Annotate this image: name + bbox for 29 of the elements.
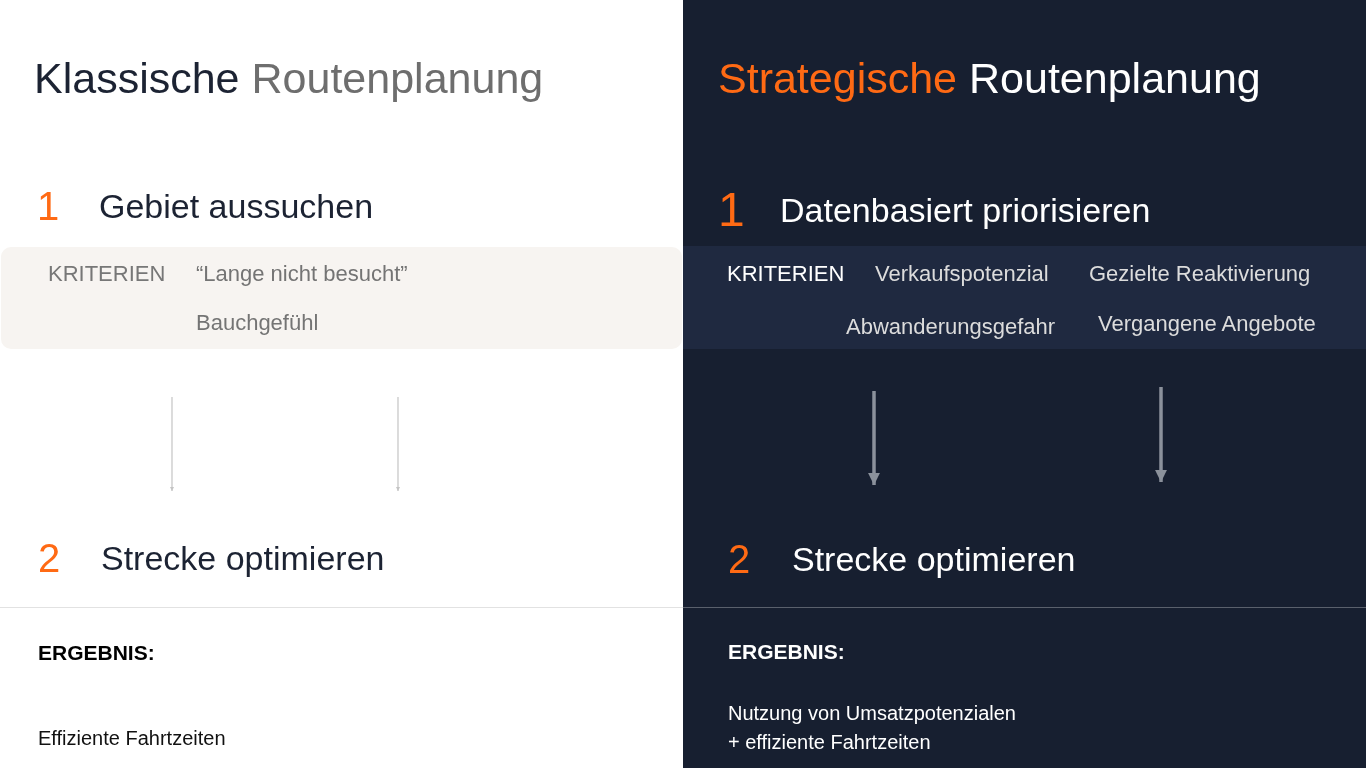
step-title: Datenbasiert priorisieren (780, 191, 1151, 229)
step-title: Gebiet aussuchen (99, 187, 374, 225)
criteria-label: KRITERIEN (48, 261, 166, 286)
criterion-text: Abwanderungsgefahr (846, 314, 1056, 339)
step-number: 2 (728, 539, 751, 579)
result-label: ERGEBNIS: (728, 640, 845, 664)
result-label: ERGEBNIS: (38, 641, 155, 665)
panel-heading: Routenplanung (969, 53, 1261, 104)
panel-heading: Strategische (718, 53, 958, 104)
criterion-text: Gezielte Reaktivierung (1089, 261, 1311, 286)
arrow (1155, 387, 1167, 482)
step-number: 1 (37, 186, 60, 226)
result-text: Effiziente Fahrtzeiten (38, 726, 226, 751)
panel-heading: Klassische (34, 53, 240, 104)
arrow (868, 391, 880, 485)
step-title: Strecke optimieren (101, 539, 385, 577)
step-number: 1 (718, 186, 745, 234)
criterion-text: Vergangene Angebote (1098, 311, 1316, 336)
result-text: Nutzung von Umsatzpotenzialen + effiziente Fahrtzeiten (728, 701, 1017, 755)
criterion-text: “Lange nicht besucht” (196, 261, 408, 286)
criteria-label: KRITERIEN (727, 261, 845, 286)
step-number: 2 (38, 538, 61, 578)
panel-heading: Routenplanung (251, 53, 544, 104)
arrow (169, 396, 175, 492)
arrow (395, 396, 401, 492)
criterion-text: Bauchgefühl (196, 310, 319, 335)
step-title: Strecke optimieren (792, 540, 1076, 578)
criterion-text: Verkaufspotenzial (875, 261, 1049, 286)
comparison-panel (683, 0, 1366, 768)
